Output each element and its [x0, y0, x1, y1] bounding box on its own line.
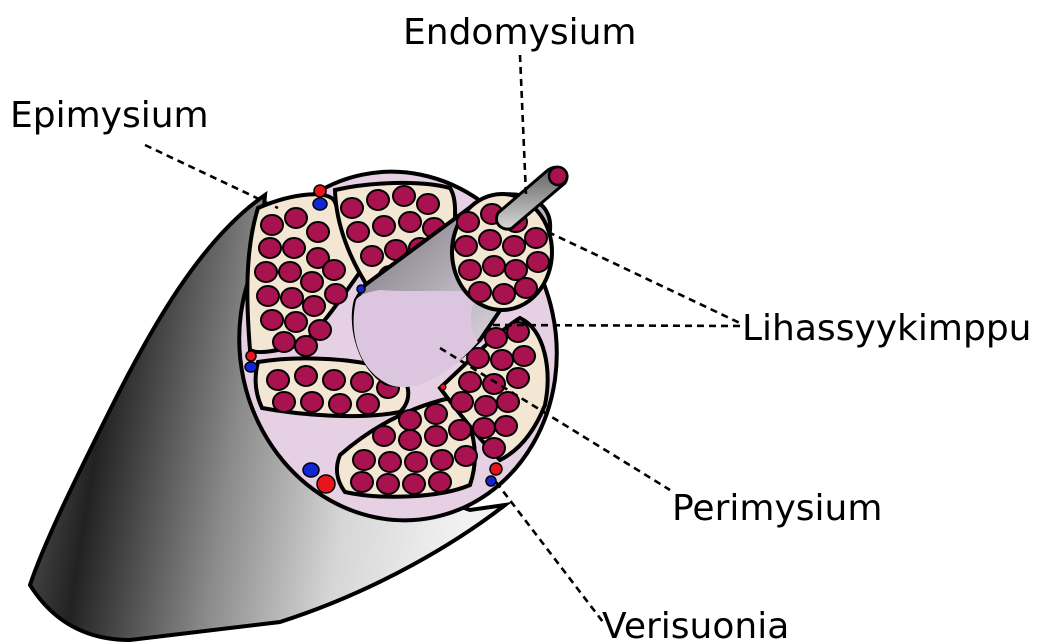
muscle-fiber — [351, 472, 373, 492]
muscle-fiber — [403, 474, 425, 494]
muscle-fiber — [493, 284, 515, 304]
muscle-fiber — [429, 472, 451, 492]
muscle-fiber — [449, 420, 471, 440]
muscle-fiber — [469, 282, 491, 302]
muscle-fiber — [505, 260, 527, 280]
muscle-fiber — [273, 332, 295, 352]
muscle-fiber — [527, 252, 549, 272]
muscle-fiber — [507, 368, 529, 388]
vein-mark — [313, 198, 327, 210]
muscle-fiber — [399, 430, 421, 450]
muscle-fiber — [301, 392, 323, 412]
muscle-fiber — [503, 236, 525, 256]
muscle-fiber — [379, 452, 401, 472]
fascicle-leader-lower — [493, 325, 742, 326]
muscle-fiber — [353, 450, 375, 470]
muscle-fiber — [455, 446, 477, 466]
muscle-fiber — [259, 238, 281, 258]
muscle-fiber — [323, 260, 345, 280]
muscle-fiber — [325, 284, 347, 304]
vein-mark — [357, 285, 365, 293]
muscle-fiber — [425, 404, 447, 424]
muscle-fiber — [367, 190, 389, 210]
vein-mark — [245, 362, 257, 372]
muscle-fiber — [417, 194, 439, 214]
muscle-fiber — [261, 215, 283, 235]
muscle-fiber — [285, 208, 307, 228]
muscle-fiber — [473, 418, 495, 438]
muscle-fiber — [393, 186, 415, 206]
muscle-fiber — [279, 262, 301, 282]
muscle-fiber — [351, 372, 373, 392]
muscle-fiber — [459, 260, 481, 280]
muscle-fiber — [357, 394, 379, 414]
muscle-fiber — [373, 216, 395, 236]
muscle-fiber — [307, 222, 329, 242]
muscle-fiber — [513, 346, 535, 366]
muscle-fiber — [495, 416, 517, 436]
muscle-fiber — [329, 394, 351, 414]
label-perimysium: Perimysium — [672, 488, 882, 529]
muscle-fiber — [283, 238, 305, 258]
muscle-fiber — [303, 296, 325, 316]
muscle-fiber — [267, 370, 289, 390]
muscle-fiber — [483, 438, 505, 458]
muscle-fiber — [295, 336, 317, 356]
vein-mark — [486, 476, 496, 486]
vessels-leader — [496, 482, 603, 622]
muscle-fiber — [295, 366, 317, 386]
muscle-fiber — [483, 256, 505, 276]
muscle-fiber — [361, 246, 383, 266]
muscle-fiber — [515, 278, 537, 298]
muscle-fiber — [455, 236, 477, 256]
muscle-fiber — [399, 212, 421, 232]
muscle-fiber — [257, 286, 279, 306]
muscle-fiber — [377, 474, 399, 494]
epimysium-leader — [145, 145, 278, 208]
muscle-fiber — [525, 228, 547, 248]
artery-mark — [317, 475, 335, 493]
artery-mark — [314, 185, 326, 197]
muscle-fiber — [431, 450, 453, 470]
muscle-fiber — [459, 372, 481, 392]
artery-mark — [490, 463, 502, 475]
muscle-fiber — [281, 288, 303, 308]
label-fascicle: Lihassyykimppu — [742, 308, 1032, 349]
muscle-fiber — [457, 212, 479, 232]
label-endomysium: Endomysium — [403, 12, 636, 53]
muscle-fiber — [479, 230, 501, 250]
muscle-fiber — [451, 392, 473, 412]
muscle-fiber — [425, 426, 447, 446]
endomysium-leader — [520, 55, 526, 195]
vein-mark — [303, 463, 319, 477]
muscle-fiber — [475, 396, 497, 416]
muscle-fiber — [261, 310, 283, 330]
muscle-fiber — [285, 312, 307, 332]
muscle-fiber — [491, 350, 513, 370]
single-fiber-tip — [549, 167, 567, 185]
muscle-fiber — [373, 426, 395, 446]
label-vessels: Verisuonia — [602, 606, 789, 644]
artery-mark — [246, 351, 256, 361]
muscle-fiber — [341, 198, 363, 218]
muscle-fiber — [405, 452, 427, 472]
muscle-fiber — [347, 222, 369, 242]
muscle-fiber — [399, 410, 421, 430]
muscle-fiber — [323, 370, 345, 390]
artery-mark — [440, 384, 446, 390]
muscle-fiber — [255, 262, 277, 282]
label-epimysium: Epimysium — [10, 95, 209, 136]
muscle-fiber — [273, 392, 295, 412]
fascicle-leader-upper — [548, 232, 742, 324]
muscle-fiber — [301, 272, 323, 292]
